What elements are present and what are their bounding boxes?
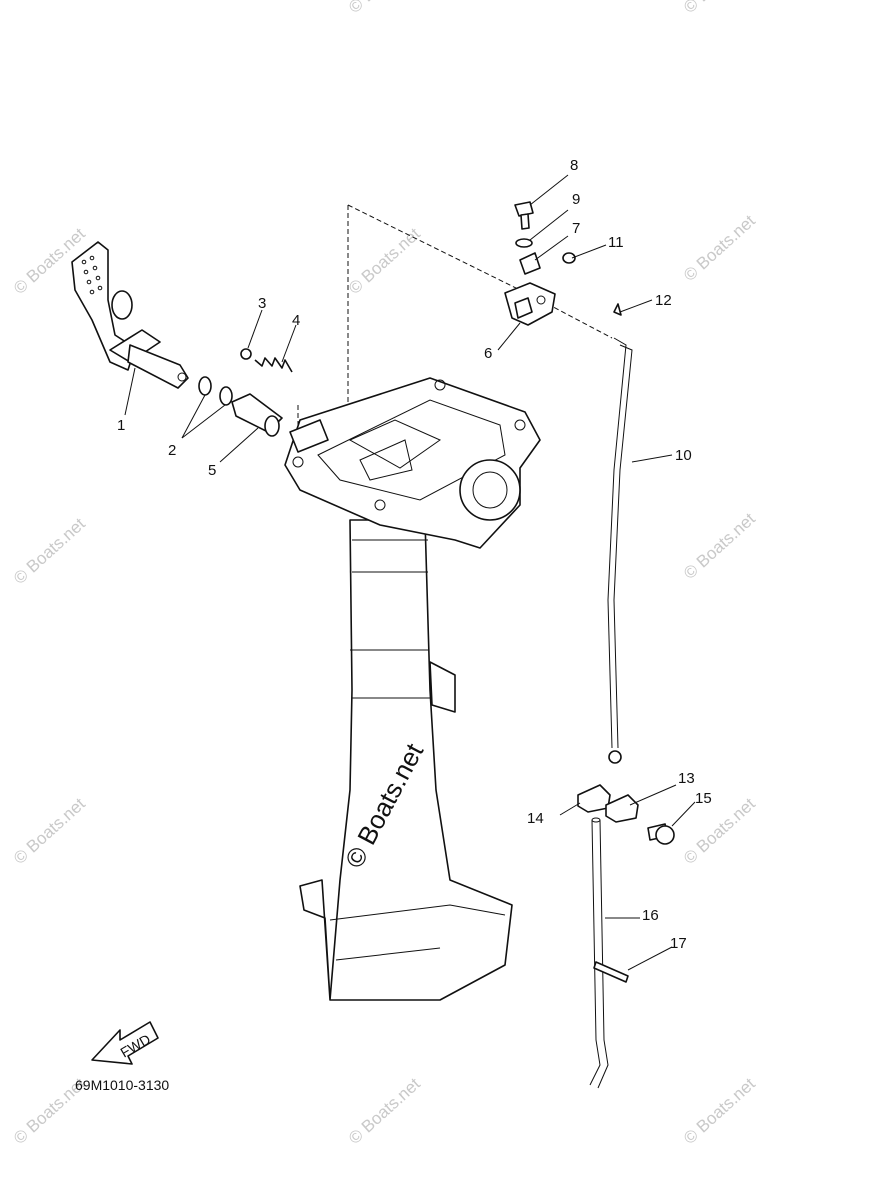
bolt xyxy=(514,201,534,217)
bushing xyxy=(231,393,283,437)
leader-lines xyxy=(124,174,696,971)
drive-shaft-housing xyxy=(299,519,513,1001)
detent-ball xyxy=(240,348,252,360)
callout-7: 7 xyxy=(572,220,580,237)
watermark: © Boats.net xyxy=(680,211,759,285)
callout-13: 13 xyxy=(678,770,695,787)
callout-17: 17 xyxy=(670,935,687,952)
watermark: © Boats.net xyxy=(345,0,424,17)
callout-10: 10 xyxy=(675,447,692,464)
shift-lever xyxy=(71,241,189,389)
lower-shift-rod xyxy=(589,817,629,1089)
callout-3: 3 xyxy=(258,295,266,312)
watermark: © Boats.net xyxy=(10,794,89,868)
callout-6: 6 xyxy=(484,345,492,362)
upper-mount-bracket xyxy=(284,377,541,549)
washer xyxy=(515,238,533,248)
rod-connector xyxy=(577,784,675,845)
callout-5: 5 xyxy=(208,462,216,479)
callout-8: 8 xyxy=(570,157,578,174)
callout-11: 11 xyxy=(608,234,624,251)
watermark: © Boats.net xyxy=(345,224,424,298)
watermark: © Boats.net xyxy=(345,1074,424,1148)
o-rings xyxy=(198,376,233,406)
detent-spring xyxy=(254,357,293,373)
callout-14: 14 xyxy=(527,810,544,827)
watermark: © Boats.net xyxy=(680,509,759,583)
forward-arrow: FWD xyxy=(91,1021,159,1065)
callout-labels: 1 2 3 4 5 6 7 8 9 10 11 12 13 14 15 16 1… xyxy=(117,157,712,952)
callout-1: 1 xyxy=(117,417,125,434)
callout-4: 4 xyxy=(292,312,300,329)
watermark: © Boats.net xyxy=(680,1074,759,1148)
callout-15: 15 xyxy=(695,790,712,807)
grommet xyxy=(562,252,576,264)
callout-12: 12 xyxy=(655,292,672,309)
part-code: 69M1010-3130 xyxy=(75,1077,169,1093)
callout-9: 9 xyxy=(572,191,580,208)
shift-rod-bracket xyxy=(504,201,576,326)
watermark: © Boats.net xyxy=(10,514,89,588)
lever-grip-dots xyxy=(81,255,103,295)
upper-shift-rod xyxy=(607,303,633,764)
watermark: © Boats.net xyxy=(680,0,759,17)
callout-2: 2 xyxy=(168,442,176,459)
callout-16: 16 xyxy=(642,907,659,924)
